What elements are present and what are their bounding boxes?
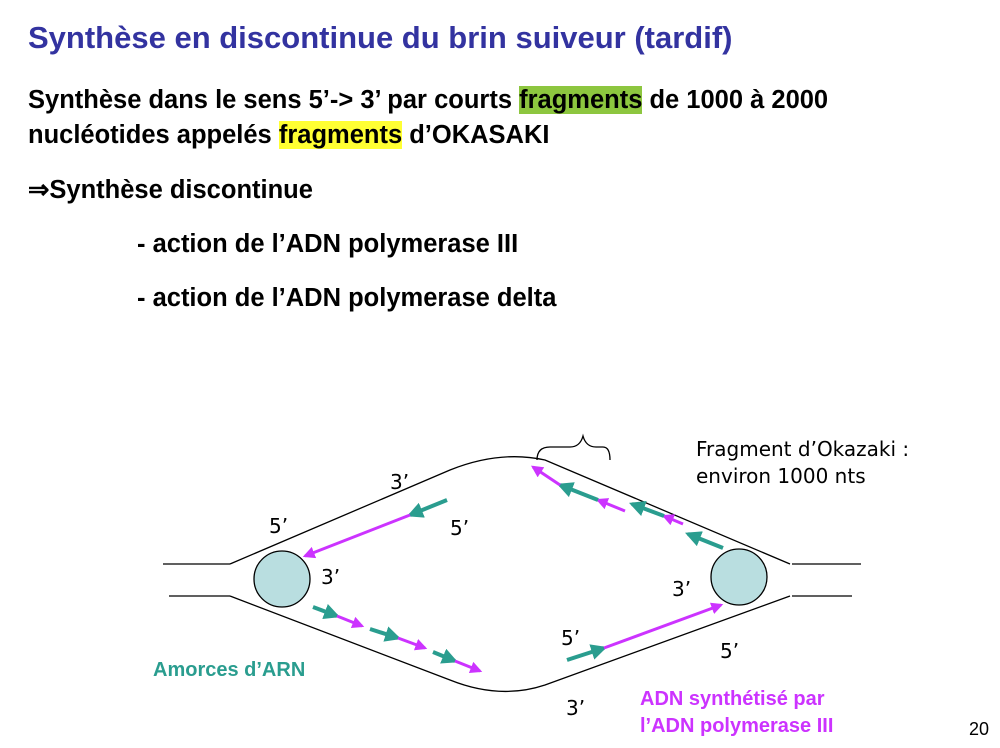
primer-arrow [432,648,458,664]
legend-rna-primers: Amorces d’ARN [153,659,306,681]
end-label-top-left-5-inner: 5’ [450,516,470,540]
implies-line: ⇒Synthèse discontinue [28,175,313,205]
intro-line-2-end: d’OKASAKI [402,121,550,149]
intro-line-2: nucléotides appelés fragments d’OKASAKI [28,121,549,150]
primer-arrow [557,482,599,502]
intro-line-1: Synthèse dans le sens 5’-> 3’ par courts… [28,86,828,115]
intro-line-1-end: de 1000 à 2000 [642,86,829,114]
dna-arrow [336,614,365,629]
end-label-top-left-3: 3’ [390,470,410,494]
right-helicase [710,548,768,606]
primer-arrow [566,644,608,662]
end-label-bottom-3: 3’ [566,696,586,720]
legend-synthesized-dna-line-1: ADN synthétisé par [640,688,825,710]
bubble-bottom-strand [229,595,791,693]
intro-line-2-start: nucléotides appelés [28,121,279,149]
dna-arrow [397,636,428,651]
left-helicase [253,550,311,608]
action-pol-iii: - action de l’ADN polymerase III [137,230,519,258]
parental-dna-strands [163,433,861,693]
action-pol-delta: - action de l’ADN polymerase delta [137,284,557,312]
implies-text: Synthèse discontinue [49,176,313,204]
page-number: 20 [969,719,990,739]
okazaki-label-line-1: Fragment d’Okazaki : [696,437,910,461]
highlight-fragments-yellow: fragments [278,121,403,149]
legend-synthesized-dna-line-2: l’ADN polymerase III [640,715,834,737]
end-label-bottom-right-5-outer: 5’ [720,639,740,663]
slide-title: Synthèse en discontinue du brin suiveur … [28,20,733,55]
dna-arrow [603,602,724,650]
primer-arrow [629,501,665,518]
implies-arrow-icon: ⇒ [28,176,50,204]
okazaki-label-line-2: environ 1000 nts [696,464,866,488]
dna-arrow [454,659,483,674]
highlight-fragments-green: fragments [519,86,643,114]
primer-arrow [312,604,340,619]
end-label-top-left-5-outer: 5’ [269,514,289,538]
dna-arrow [302,513,411,559]
dna-arrow [531,465,561,487]
intro-line-1-start: Synthèse dans le sens 5’-> 3’ par courts [28,86,520,114]
okazaki-brace [536,433,611,461]
end-label-bottom-right-5-inner: 5’ [561,626,581,650]
primer-arrow [407,498,448,518]
end-label-right-3: 3’ [672,577,692,601]
dna-arrow [661,514,684,526]
bubble-top-strand [229,456,791,565]
end-label-left-3: 3’ [321,565,341,589]
dna-arrow [595,498,626,513]
primer-arrow [685,531,724,550]
primer-arrow [369,626,402,642]
